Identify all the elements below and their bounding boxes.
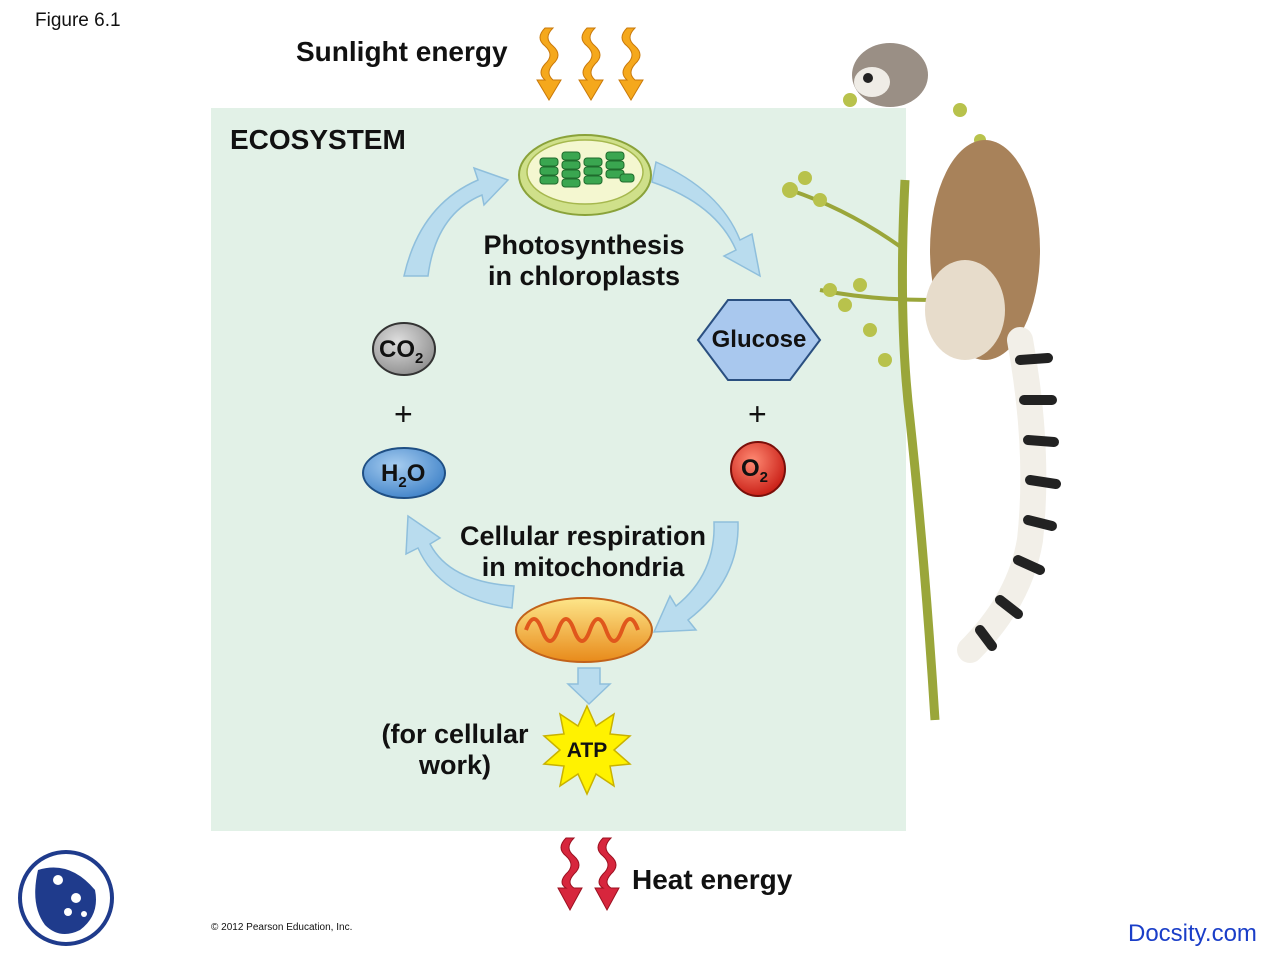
o2-base: O [741, 455, 760, 482]
svg-text:CO2: CO2 [379, 336, 423, 367]
ecosystem-label: ECOSYSTEM [230, 124, 406, 155]
h2o-h: H [381, 460, 398, 487]
respiration-line-2: in mitochondria [481, 552, 685, 582]
svg-text:O2: O2 [741, 455, 768, 486]
photosynthesis-label: Photosynthesis in chloroplasts [454, 230, 714, 292]
o2-subscript: 2 [760, 469, 768, 486]
figure-label: Figure 6.1 [35, 10, 121, 31]
sunlight-energy-label: Sunlight energy [296, 36, 508, 67]
respiration-line-1: Cellular respiration [459, 521, 707, 551]
glucose-molecule: Glucose [696, 299, 822, 381]
sunlight-arrows-icon [536, 27, 644, 101]
arrow-bottom-right [652, 521, 739, 633]
o2-molecule: O2 [730, 441, 786, 497]
ecosystem-box [211, 108, 906, 831]
atp-label: ATP [567, 739, 607, 762]
photosynthesis-line-2: in chloroplasts [487, 261, 681, 291]
copyright-notice: © 2012 Pearson Education, Inc. [211, 922, 353, 933]
docsity-watermark[interactable]: Docsity.com [1128, 920, 1257, 947]
respiration-label: Cellular respiration in mitochondria [438, 521, 728, 583]
h2o-molecule: H2O [362, 447, 446, 499]
cycle-arrows [403, 160, 762, 706]
photosynthesis-line-1: Photosynthesis [483, 230, 685, 260]
h2o-o: O [407, 460, 426, 487]
heat-energy-label: Heat energy [632, 864, 793, 895]
plus-sign-right: + [748, 396, 767, 432]
h2o-subscript: 2 [398, 474, 406, 491]
co2-subscript: 2 [415, 350, 423, 367]
lemur-plant-image [782, 43, 1061, 721]
atp-note-line-2: work) [418, 750, 491, 780]
atp-starburst: ATP [542, 704, 632, 796]
arrow-top-left [403, 166, 510, 277]
arrow-bottom-left [405, 514, 515, 609]
atp-note: (for cellular work) [360, 719, 550, 781]
glucose-label: Glucose [712, 326, 807, 353]
mitochondrion-icon [515, 597, 653, 663]
co2-molecule: CO2 [372, 322, 436, 376]
plus-sign-left: + [394, 396, 413, 432]
arrow-down-atp [566, 667, 612, 706]
co2-base: CO [379, 336, 415, 363]
atp-note-line-1: (for cellular [381, 719, 529, 749]
docsity-logo-icon [18, 850, 114, 946]
arrow-top-right [651, 160, 762, 278]
chloroplast-icon [518, 134, 652, 216]
svg-text:H2O: H2O [381, 460, 425, 491]
heat-arrows-icon [557, 837, 620, 912]
